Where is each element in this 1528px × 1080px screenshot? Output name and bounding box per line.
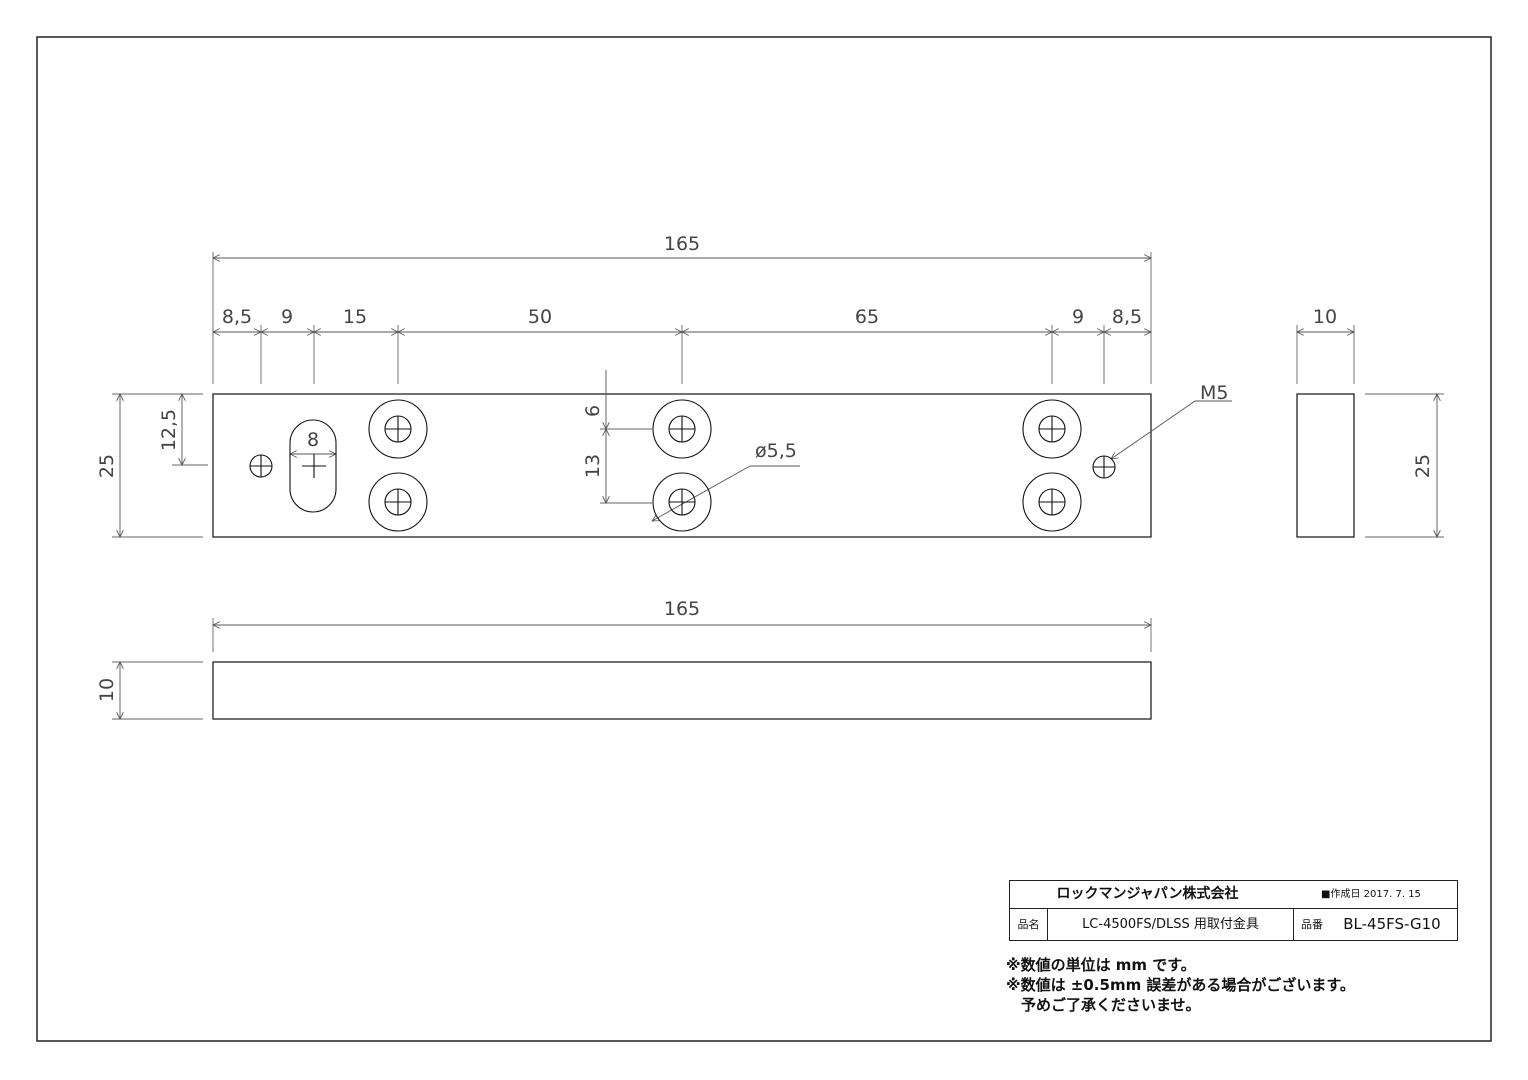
company-name: ロックマンジャパン株式会社 (1056, 886, 1239, 902)
counterbore-hole (368, 399, 428, 459)
part-number-label: 品番 (1301, 918, 1323, 931)
dim-top-to-row: 6 (582, 405, 604, 417)
dim-seg-g: 8,5 (1112, 306, 1142, 328)
counterbore-hole (368, 472, 428, 532)
dim-height: 25 (96, 454, 118, 478)
drawing-notes: ※数値の単位は mm です。 ※数値は ±0.5mm 誤差がある場合がございます… (1006, 955, 1355, 1015)
note-line: ※数値は ±0.5mm 誤差がある場合がございます。 (1006, 976, 1355, 994)
counterbore-hole (652, 472, 712, 532)
dim-side-thickness: 10 (1313, 306, 1337, 328)
dim-slot-width: 8 (307, 429, 319, 451)
plan-view: 165 8,5 9 15 50 65 9 8,5 25 12,5 8 6 13 … (96, 233, 1232, 537)
creation-date: ■作成日 2017. 7. 15 (1321, 889, 1421, 900)
dim-seg-e: 65 (855, 306, 879, 328)
dim-seg-b: 9 (281, 306, 293, 328)
counterbore-hole (652, 399, 712, 459)
dim-side-height: 25 (1412, 454, 1434, 478)
dim-seg-c: 15 (343, 306, 367, 328)
note-line: 予めご了承くださいませ。 (1006, 996, 1201, 1014)
dim-bottom-thickness: 10 (96, 678, 118, 702)
plan-outline (212, 393, 1152, 538)
dim-thread: M5 (1200, 382, 1228, 404)
drawing-border (36, 36, 1492, 1042)
side-view: 10 25 (1297, 306, 1444, 537)
slot-hole (289, 419, 337, 513)
bottom-outline (212, 661, 1152, 720)
counterbore-hole (1022, 472, 1082, 532)
dim-seg-a: 8,5 (222, 306, 252, 328)
dim-hole-offset: 12,5 (158, 409, 180, 451)
title-block-header: ロックマンジャパン株式会社 ■作成日 2017. 7. 15 (1010, 881, 1457, 909)
dimension-lines (120, 258, 1232, 537)
part-number: BL-45FS-G10 (1343, 915, 1441, 933)
title-block-part-row: 品名 LC-4500FS/DLSS 用取付金具 品番 BL-45FS-G10 (1010, 909, 1457, 940)
title-block: ロックマンジャパン株式会社 ■作成日 2017. 7. 15 品名 LC-450… (1009, 880, 1458, 941)
dim-row-pitch: 13 (582, 454, 604, 478)
counterbore-hole (1022, 399, 1082, 459)
note-line: ※数値の単位は mm です。 (1006, 956, 1196, 974)
bottom-view: 165 10 (96, 598, 1151, 719)
hole-small-left (249, 454, 273, 478)
dim-seg-d: 50 (528, 306, 552, 328)
dim-bottom-length: 165 (664, 598, 700, 620)
dim-hole-diameter: ø5,5 (755, 440, 797, 462)
side-outline (1296, 393, 1355, 538)
part-name: LC-4500FS/DLSS 用取付金具 (1048, 909, 1294, 940)
dim-overall-length: 165 (664, 233, 700, 255)
tapped-hole-m5 (1092, 455, 1116, 479)
part-name-label: 品名 (1010, 909, 1048, 940)
dim-seg-f: 9 (1072, 306, 1084, 328)
